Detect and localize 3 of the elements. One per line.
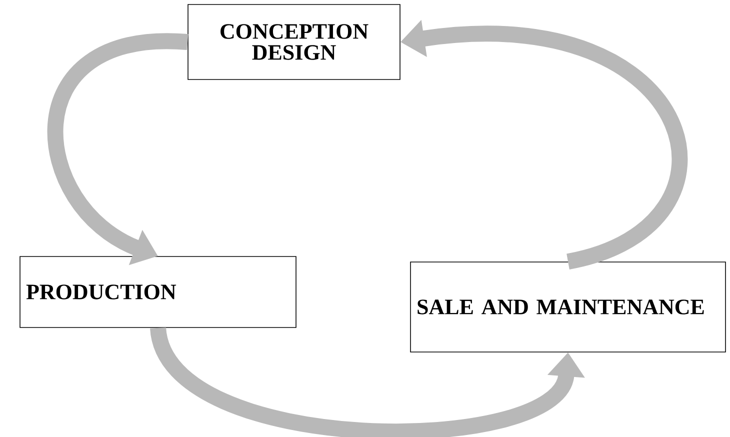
process-box: CONCEPTION DESIGN: [188, 4, 400, 80]
process-box: PRODUCTION: [20, 256, 296, 328]
process-box: SALE AND MAINTENANCE: [410, 262, 726, 352]
